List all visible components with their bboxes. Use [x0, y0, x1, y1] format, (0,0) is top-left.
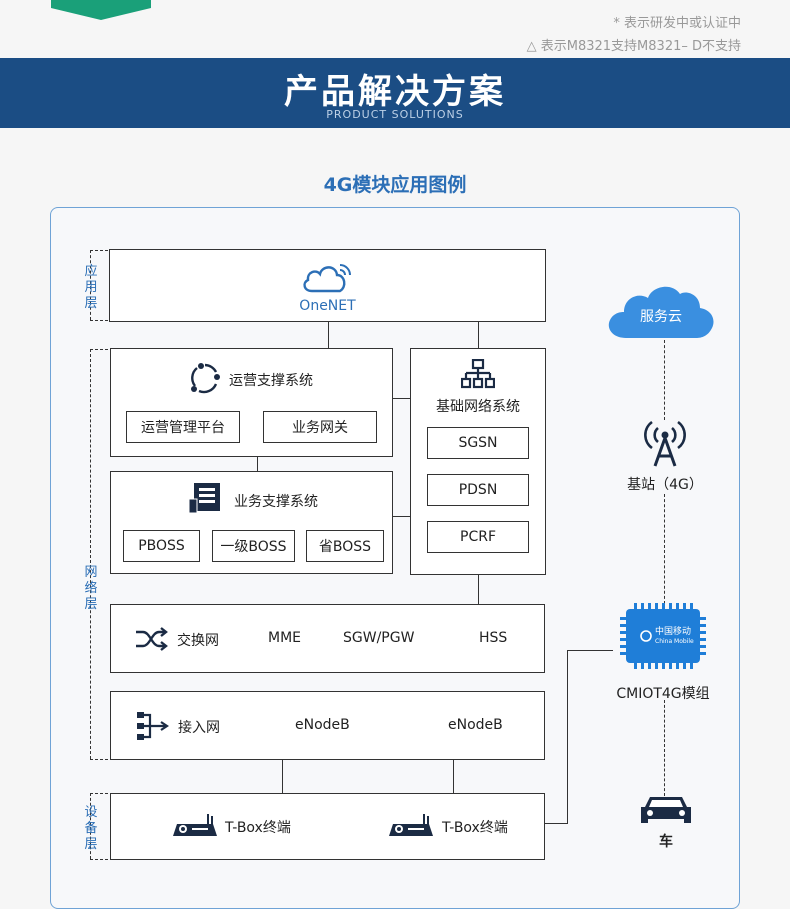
- biz-system-label: 业务支撑系统: [234, 494, 318, 510]
- onenet-box: [109, 249, 546, 322]
- net-layer-bracket-top: [90, 349, 108, 350]
- switch-item-sgw-pgw: SGW/PGW: [343, 630, 415, 646]
- dev-layer-bracket-top: [90, 793, 108, 794]
- car-label: 车: [659, 834, 673, 850]
- note-line-1: * 表示研发中或认证中: [613, 16, 741, 31]
- base-item-sgsn: SGSN: [427, 427, 529, 459]
- dev-layer-bracket: [90, 793, 91, 859]
- chip-brand-en: China Mobile: [655, 638, 694, 645]
- biz-item-pboss: PBOSS: [123, 530, 200, 562]
- shuffle-icon: [136, 627, 168, 651]
- ops-item-platform: 运营管理平台: [126, 411, 240, 443]
- layer-label-network: 网络层: [84, 565, 98, 612]
- app-layer-bracket: [90, 250, 91, 320]
- access-network-box: [110, 691, 545, 760]
- note-line-2: △ 表示M8321支持M8321– D不支持: [526, 39, 741, 54]
- switch-network-box: [110, 604, 545, 673]
- router-icon: [389, 814, 433, 836]
- ops-system-label: 运营支撑系统: [229, 373, 313, 389]
- net-layer-bracket: [90, 349, 91, 759]
- base-network-label: 基础网络系统: [436, 399, 520, 415]
- connector: [567, 650, 568, 823]
- switch-item-hss: HSS: [479, 630, 508, 646]
- connector: [567, 650, 613, 651]
- biz-item-provincial-boss: 省BOSS: [306, 530, 384, 562]
- layer-label-device: 设备层: [84, 805, 98, 852]
- ops-item-gateway: 业务网关: [263, 411, 377, 443]
- tower-icon: [644, 420, 686, 467]
- net-layer-bracket-bottom: [90, 759, 108, 760]
- page-title: 产品解决方案: [284, 72, 506, 112]
- base-item-pcrf: PCRF: [427, 521, 529, 553]
- cloud-wifi-icon: [303, 264, 351, 293]
- connector: [478, 575, 479, 604]
- connector: [453, 760, 454, 793]
- app-layer-bracket-bottom: [90, 320, 108, 321]
- document-icon: [188, 483, 220, 514]
- switch-network-label: 交换网: [177, 633, 219, 649]
- green-tab-decoration: [51, 0, 151, 20]
- biz-item-boss1: 一级BOSS: [212, 530, 295, 562]
- cloud-icon: [608, 286, 714, 338]
- device-item-tbox-1: T-Box终端: [225, 820, 291, 836]
- access-network-label: 接入网: [178, 720, 220, 736]
- cycle-icon: [191, 363, 220, 394]
- chip-icon: [620, 603, 706, 669]
- car-icon: [641, 797, 691, 823]
- tower-label: 基站（4G）: [627, 477, 703, 493]
- access-item-enodeb-1: eNodeB: [295, 717, 350, 733]
- cloud-label: 服务云: [640, 309, 682, 325]
- page-subtitle: PRODUCT SOLUTIONS: [326, 108, 464, 121]
- connector: [393, 398, 410, 399]
- connector: [393, 516, 410, 517]
- section-title: 4G模块应用图例: [323, 174, 467, 196]
- dashed-connector: [664, 494, 665, 604]
- connector: [545, 823, 568, 824]
- switch-item-mme: MME: [268, 630, 302, 646]
- dashed-connector: [664, 340, 665, 420]
- router-icon: [173, 814, 217, 836]
- connector: [328, 322, 329, 348]
- network-tree-icon: [461, 359, 495, 389]
- onenet-label: OneNET: [299, 298, 356, 314]
- access-item-enodeb-2: eNodeB: [448, 717, 503, 733]
- base-item-pdsn: PDSN: [427, 474, 529, 506]
- dashed-connector: [664, 700, 665, 796]
- app-layer-bracket-top: [90, 250, 108, 251]
- header-banner: [0, 58, 790, 128]
- dev-layer-bracket-bottom: [90, 859, 108, 860]
- connector: [282, 760, 283, 793]
- layer-label-application: 应用层: [84, 264, 98, 311]
- chip-brand-cn: 中国移动: [655, 627, 692, 637]
- module-label: CMIOT4G模组: [616, 686, 710, 702]
- connector: [478, 322, 479, 348]
- branch-icon: [137, 712, 169, 740]
- device-item-tbox-2: T-Box终端: [442, 820, 508, 836]
- connector: [257, 457, 258, 471]
